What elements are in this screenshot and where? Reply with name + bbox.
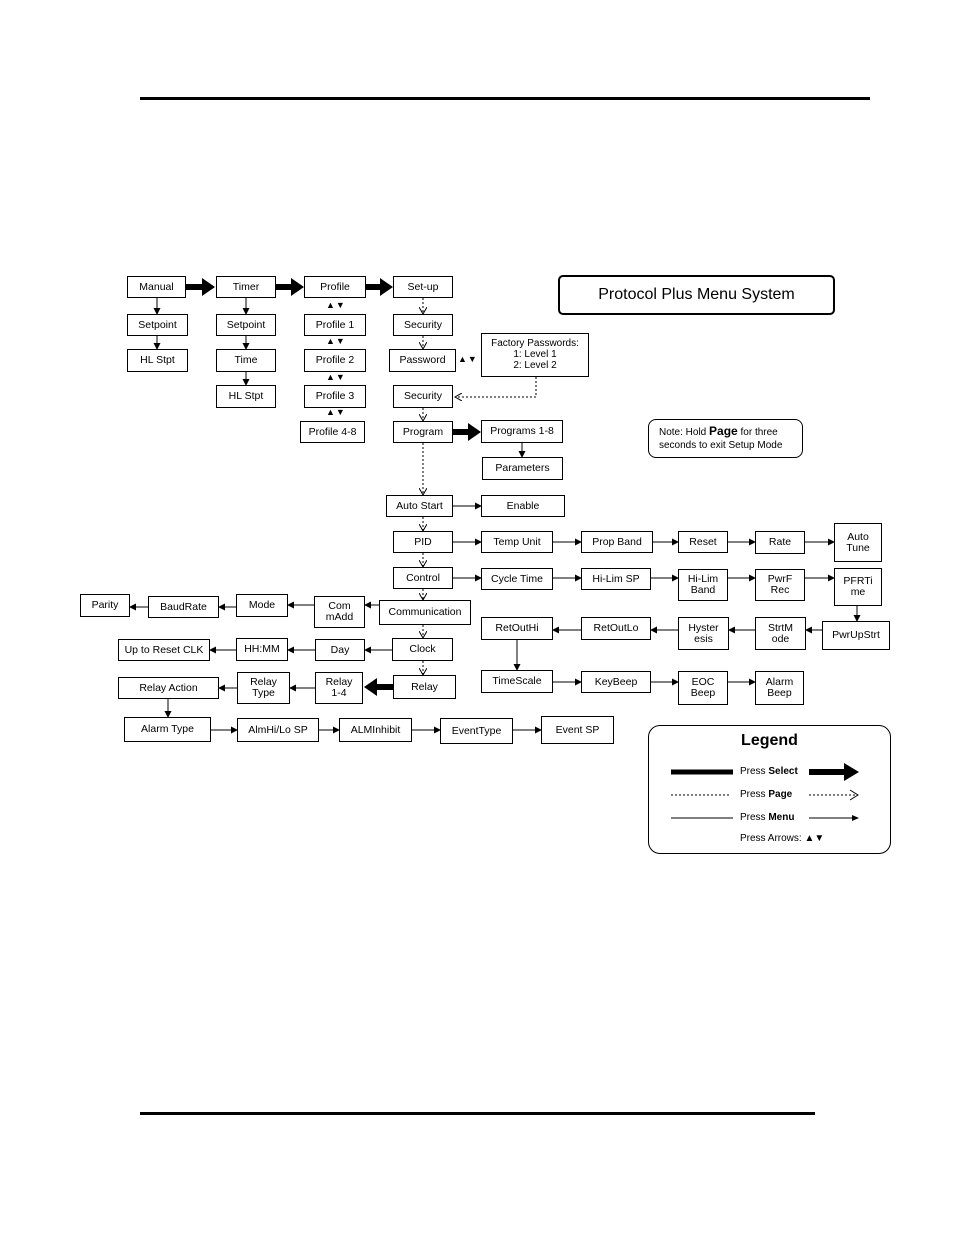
node-timer-setpoint: Setpoint: [216, 314, 276, 336]
node-profile-1: Profile 1: [304, 314, 366, 336]
node-security-2: Security: [393, 385, 453, 408]
top-rule: [140, 97, 870, 100]
node-clock: Clock: [392, 638, 453, 661]
node-enable: Enable: [481, 495, 565, 517]
node-profile: Profile: [304, 276, 366, 298]
node-hi-lim-band: Hi-Lim Band: [678, 569, 728, 601]
node-temp-unit: Temp Unit: [481, 531, 553, 553]
node-profile-2: Profile 2: [304, 349, 366, 372]
factory-password-level2: 2: Level 2: [513, 360, 557, 371]
node-setup: Set-up: [393, 276, 453, 298]
arrow-keys-icon: ▲▼: [326, 372, 346, 382]
node-parity: Parity: [80, 594, 130, 617]
node-hysteresis: Hyster esis: [678, 617, 729, 650]
node-pwrf-rec: PwrF Rec: [755, 569, 805, 601]
node-hh-mm: HH:MM: [236, 638, 288, 661]
node-timer: Timer: [216, 276, 276, 298]
node-programs-1-8: Programs 1-8: [481, 420, 563, 443]
node-up-to-reset-clk: Up to Reset CLK: [118, 639, 210, 661]
node-relay-1-4: Relay 1-4: [315, 672, 363, 704]
node-profile-3: Profile 3: [304, 385, 366, 408]
node-relay: Relay: [393, 675, 456, 699]
menu-connectors: [129, 298, 861, 734]
node-timescale: TimeScale: [481, 670, 553, 693]
node-manual-hl-stpt: HL Stpt: [127, 349, 188, 372]
node-parameters: Parameters: [482, 457, 563, 480]
node-relay-type: Relay Type: [237, 672, 290, 704]
node-communication: Communication: [379, 600, 471, 625]
node-profile-4-8: Profile 4-8: [300, 421, 365, 443]
legend: Legend Press Select Press Page Press Men…: [648, 725, 891, 854]
node-pwrup-strt: PwrUpStrt: [822, 621, 890, 650]
page-connectors: [423, 298, 537, 675]
arrow-keys-icon: ▲▼: [326, 407, 346, 417]
node-reset: Reset: [678, 531, 728, 553]
node-pfr-time: PFRTi me: [834, 568, 882, 606]
node-start-mode: StrtM ode: [755, 617, 806, 650]
node-event-type: EventType: [440, 718, 513, 744]
select-arrows: [186, 278, 481, 696]
node-cycle-time: Cycle Time: [481, 568, 553, 590]
node-relay-action: Relay Action: [118, 677, 219, 699]
node-auto-start: Auto Start: [386, 495, 453, 517]
node-security-1: Security: [393, 314, 453, 336]
bottom-rule: [140, 1112, 815, 1115]
legend-menu: Press Menu: [740, 812, 795, 823]
diagram-title: Protocol Plus Menu System: [558, 275, 835, 315]
factory-passwords-title: Factory Passwords:: [491, 338, 579, 349]
node-alm-inhibit: ALMInhibit: [339, 718, 412, 742]
arrow-keys-icon: ▲▼: [458, 354, 478, 364]
arrow-keys-icon: ▲▼: [326, 336, 346, 346]
node-password: Password: [389, 349, 456, 372]
legend-select: Press Select: [740, 766, 798, 777]
node-control: Control: [393, 567, 453, 589]
node-timer-time: Time: [216, 349, 276, 372]
node-timer-hl-stpt: HL Stpt: [216, 385, 276, 408]
node-pid: PID: [393, 531, 453, 553]
legend-arrows: Press Arrows: ▲▼: [740, 833, 825, 844]
factory-password-level1: 1: Level 1: [513, 349, 557, 360]
legend-page: Press Page: [740, 789, 793, 800]
node-mode: Mode: [236, 594, 288, 617]
factory-passwords-box: Factory Passwords: 1: Level 1 2: Level 2: [481, 333, 589, 377]
node-almhilo-sp: AlmHi/Lo SP: [237, 718, 319, 742]
exit-setup-note: Note: Hold Page for three seconds to exi…: [648, 419, 803, 458]
node-rate: Rate: [755, 531, 805, 554]
node-day: Day: [315, 639, 365, 661]
node-eoc-beep: EOC Beep: [678, 671, 728, 705]
node-hi-lim-sp: Hi-Lim SP: [581, 568, 651, 590]
node-baudrate: BaudRate: [148, 596, 219, 618]
node-prop-band: Prop Band: [581, 531, 653, 553]
node-alarm-type: Alarm Type: [124, 717, 211, 742]
node-retout-lo: RetOutLo: [581, 617, 651, 640]
legend-lines: [671, 763, 859, 821]
node-manual-setpoint: Setpoint: [127, 314, 188, 336]
node-auto-tune: Auto Tune: [834, 523, 882, 562]
arrow-keys-icon: ▲▼: [326, 300, 346, 310]
node-comm-add: Com mAdd: [314, 596, 365, 628]
node-retout-hi: RetOutHi: [481, 617, 553, 640]
node-manual: Manual: [127, 276, 186, 298]
node-keybeep: KeyBeep: [581, 671, 651, 693]
legend-title: Legend: [741, 732, 798, 749]
node-program: Program: [393, 421, 453, 443]
node-alarm-beep: Alarm Beep: [755, 671, 804, 705]
node-event-sp: Event SP: [541, 716, 614, 744]
